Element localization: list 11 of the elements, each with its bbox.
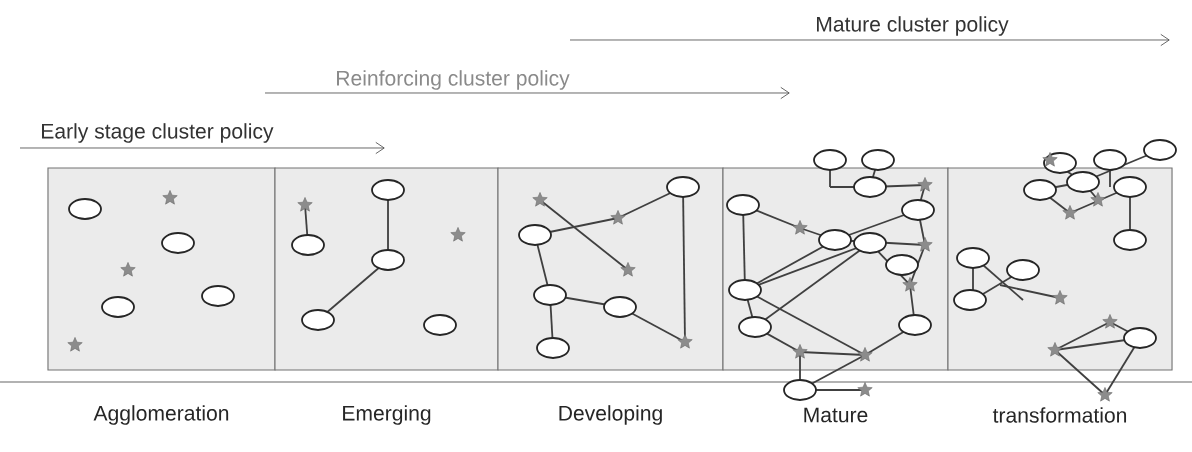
node-label: transformation	[992, 407, 1127, 423]
policy-label: Early stage cluster policy	[42, 123, 274, 143]
stage-panel: Agglomeration	[47, 167, 276, 425]
policy-label: Reinforcing cluster policy	[337, 70, 570, 90]
node-label: Agglomeration	[93, 405, 229, 425]
node-label: Emerging	[343, 405, 431, 425]
node-label: Mature	[804, 407, 868, 423]
stage-panel: Emerging	[274, 167, 499, 425]
policy-label: Mature cluster policy	[817, 16, 1009, 36]
node-label: Developing	[559, 405, 662, 425]
stage-panel: Developing	[497, 167, 724, 425]
